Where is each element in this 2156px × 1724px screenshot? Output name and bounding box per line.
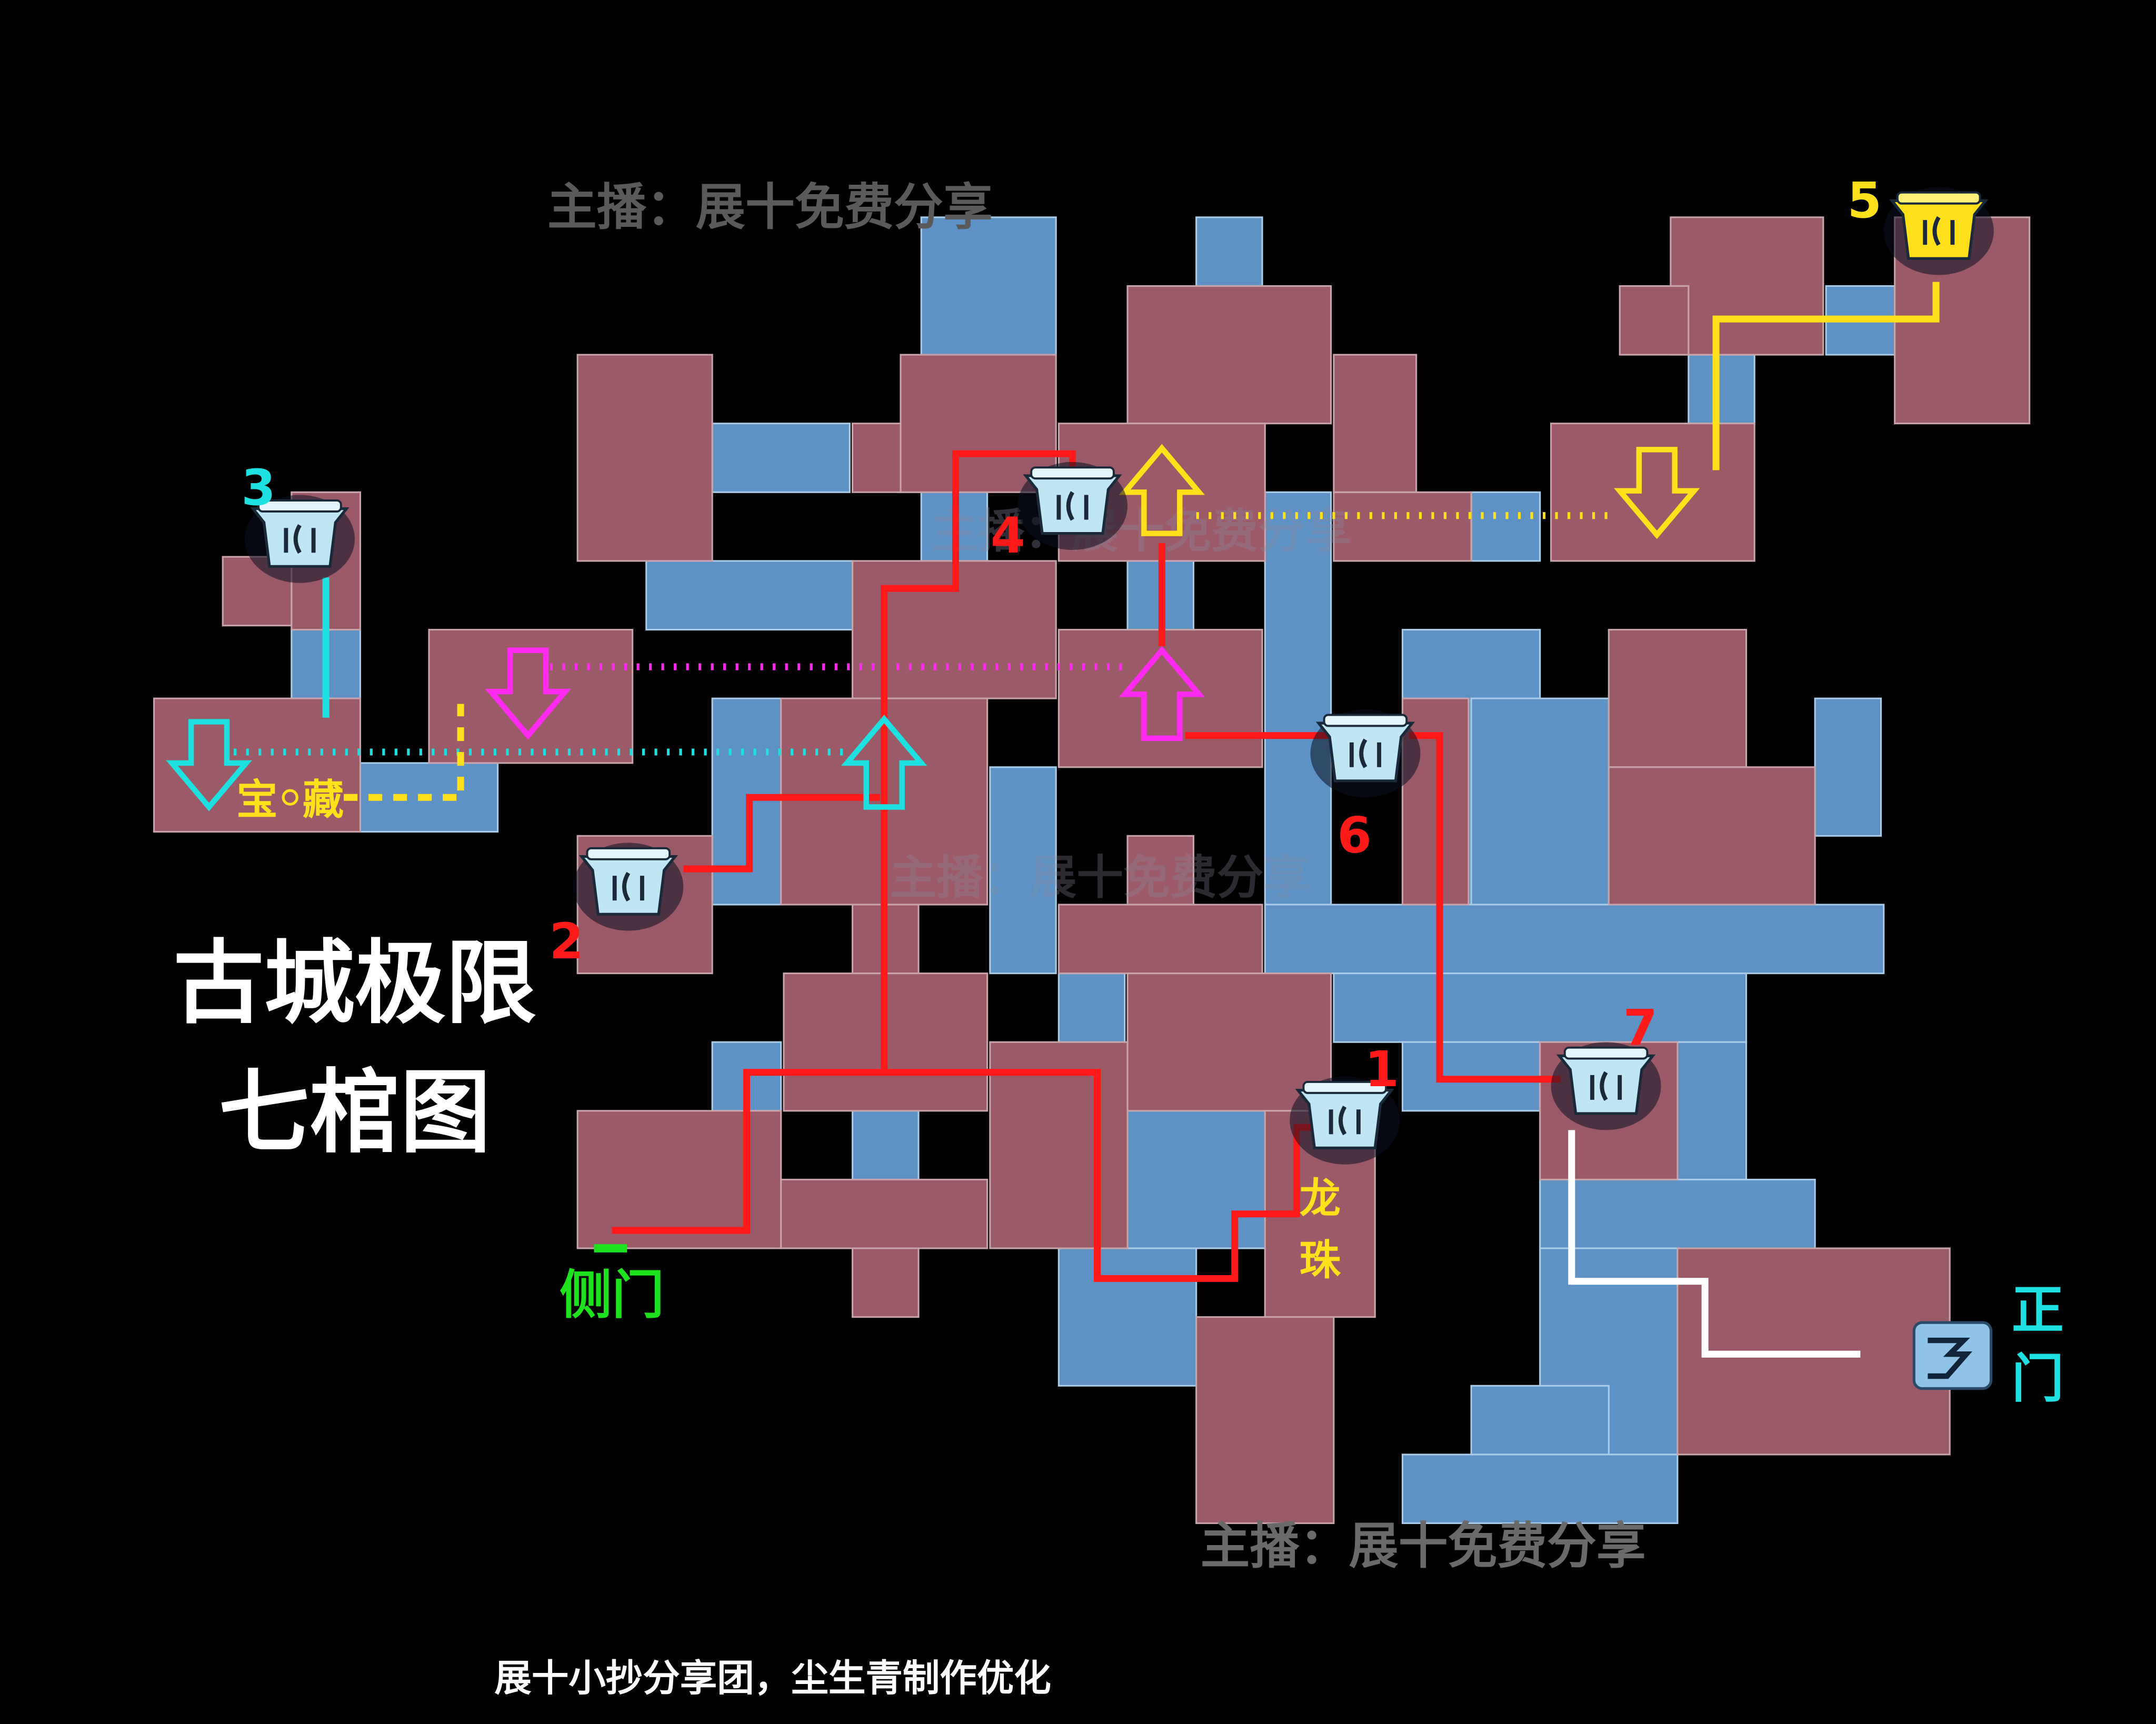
- coffin-2-icon: [573, 843, 684, 931]
- map-subtitle: 七棺图: [218, 1060, 491, 1166]
- treasure-label: 藏: [303, 776, 344, 824]
- watermark: 主播：展十免费分享: [1201, 1518, 1646, 1575]
- yellow-route-coffin-5: [1712, 282, 1940, 470]
- yellow-dashed-link: [344, 704, 464, 801]
- treasure-icon: [282, 789, 298, 806]
- coffin-1-icon: [1290, 1076, 1400, 1165]
- coffin-4-icon: [1017, 462, 1128, 550]
- side-door-marker: [594, 1244, 627, 1252]
- coffin-number-6: 6: [1337, 807, 1371, 865]
- arrow-up-icon: [1119, 444, 1205, 536]
- red-route-north: [881, 450, 1076, 1073]
- red-route-main: [612, 1069, 1320, 1282]
- watermark: 主播：展十免费分享: [890, 850, 1310, 905]
- watermark: 主播：展十免费分享: [547, 179, 993, 236]
- treasure-label: 宝: [236, 776, 277, 824]
- coffin-6-icon: [1310, 709, 1421, 798]
- coffin-number-4: 4: [991, 507, 1025, 565]
- dragon-pearl-label: 龙: [1300, 1175, 1341, 1222]
- credits-footer: 展十小抄分享团，尘生青制作优化: [494, 1657, 1051, 1700]
- coffin-number-3: 3: [241, 459, 275, 517]
- arrow-down-icon: [166, 719, 252, 811]
- coffin-number-5: 5: [1847, 172, 1881, 229]
- arrow-up-icon: [1119, 646, 1205, 741]
- dragon-pearl-label: 珠: [1300, 1237, 1341, 1285]
- coffin-number-7: 7: [1623, 999, 1658, 1057]
- arrow-down-icon: [485, 647, 571, 740]
- red-route-coffin-7: [1409, 732, 1561, 1083]
- main-gate-label: 正: [2012, 1280, 2064, 1341]
- arrow-up-icon: [841, 715, 927, 810]
- main-gate-icon: [1912, 1321, 1993, 1390]
- coffin-number-2: 2: [550, 913, 584, 970]
- coffin-3-icon: [244, 495, 355, 583]
- side-door-label: 侧门: [560, 1265, 664, 1326]
- arrow-down-icon: [1613, 447, 1700, 539]
- coffin-7-icon: [1551, 1042, 1661, 1130]
- coffin-number-1: 1: [1365, 1041, 1399, 1098]
- red-route-coffin-2: [683, 794, 880, 873]
- white-route-main-gate: [1568, 1130, 1861, 1358]
- map-title: 古城极限: [173, 930, 536, 1036]
- coffin-5-icon: [1883, 187, 1994, 275]
- main-gate-label: 门: [2012, 1349, 2064, 1409]
